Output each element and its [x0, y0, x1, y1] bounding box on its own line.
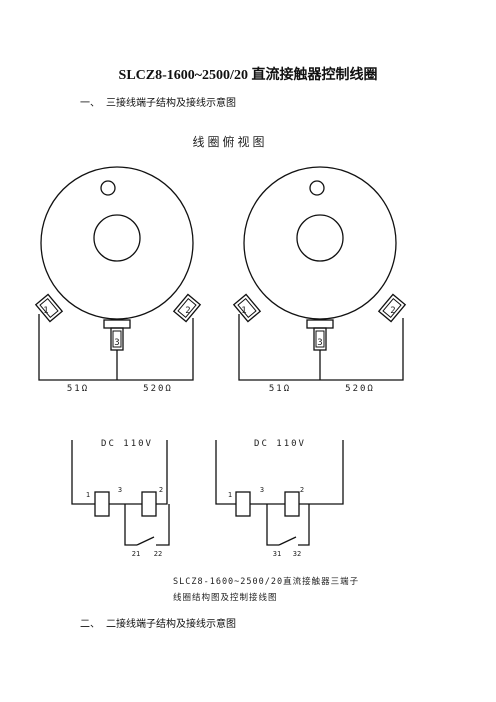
document-title: SLCZ8-1600~2500/20 直流接触器控制线圈 — [118, 68, 378, 83]
wiring-left-voltage: DC 110V — [101, 439, 153, 449]
wiring-right-c1: 31 — [273, 550, 281, 558]
section-1-text: 三接线端子结构及接线示意图 — [106, 98, 236, 109]
wiring-left-contact — [136, 536, 155, 546]
coil-left-center-hole — [93, 214, 141, 262]
coil-left-terminal-2-label: 2 — [185, 306, 190, 316]
coil-left-outer-ring — [40, 166, 194, 320]
coil-right-outer-ring — [243, 166, 397, 320]
wiring-right-t3: 3 — [260, 486, 264, 494]
wiring-right-c2: 32 — [293, 550, 301, 558]
coil-right-terminal-1-label: 1 — [241, 306, 246, 316]
wiring-caption-line2: 线圈结构图及控制接线图 — [173, 592, 278, 603]
coil-left-res-left: 51Ω — [67, 384, 89, 394]
coil-right-res-right: 520Ω — [345, 384, 375, 394]
wiring-left-t2: 2 — [159, 486, 163, 494]
section-heading-2: 二、二接线端子结构及接线示意图 — [80, 615, 236, 630]
coil-right-terminal-3-label: 3 — [317, 338, 322, 348]
coil-left-terminal-1 — [34, 293, 64, 323]
coil-right-terminal-2-label: 2 — [390, 306, 395, 316]
wiring-right-coil-a — [235, 491, 251, 517]
coil-view-caption: 线圈俯视图 — [192, 134, 267, 149]
coil-left-terminal-2 — [172, 293, 202, 323]
coil-right-wire-outer — [238, 314, 404, 381]
wiring-left-t3: 3 — [118, 486, 122, 494]
wiring-right-t1: 1 — [228, 491, 232, 499]
coil-right-terminal-1 — [232, 293, 262, 323]
wiring-left-coil-a — [94, 491, 110, 517]
wiring-left-coil-b — [141, 491, 157, 517]
wiring-left-t1: 1 — [86, 491, 90, 499]
coil-right-center-hole — [296, 214, 344, 262]
coil-right-mount-hole — [309, 180, 325, 196]
coil-right-terminal-2 — [377, 293, 407, 323]
coil-left-wire-outer — [38, 314, 194, 381]
section-2-text: 二接线端子结构及接线示意图 — [106, 619, 236, 630]
wiring-right-coil-b — [284, 491, 300, 517]
section-2-number: 二、 — [80, 619, 100, 630]
section-1-number: 一、 — [80, 98, 100, 109]
wiring-left-c2: 22 — [154, 550, 162, 558]
wiring-circuit-right: DC 110V 1 3 2 31 32 — [215, 439, 344, 558]
wiring-right-voltage: DC 110V — [254, 439, 306, 449]
coil-left-terminal-3-label: 3 — [114, 338, 119, 348]
coil-left: 1 2 3 51Ω 520Ω — [34, 166, 202, 394]
wiring-right-contact — [278, 536, 297, 546]
coil-right: 1 2 3 51Ω 520Ω — [232, 166, 407, 394]
coil-left-res-right: 520Ω — [143, 384, 173, 394]
coil-left-mount-hole — [100, 180, 116, 196]
wiring-left-c1: 21 — [132, 550, 140, 558]
section-heading-1: 一、三接线端子结构及接线示意图 — [80, 94, 236, 109]
wiring-circuit-left: DC 110V 1 3 2 21 22 — [71, 439, 170, 558]
coil-right-res-left: 51Ω — [269, 384, 291, 394]
coil-left-terminal-1-label: 1 — [43, 306, 48, 316]
wiring-right-t2: 2 — [300, 486, 304, 494]
wiring-caption-line1: SLCZ8-1600~2500/20直流接触器三端子 — [173, 576, 359, 587]
